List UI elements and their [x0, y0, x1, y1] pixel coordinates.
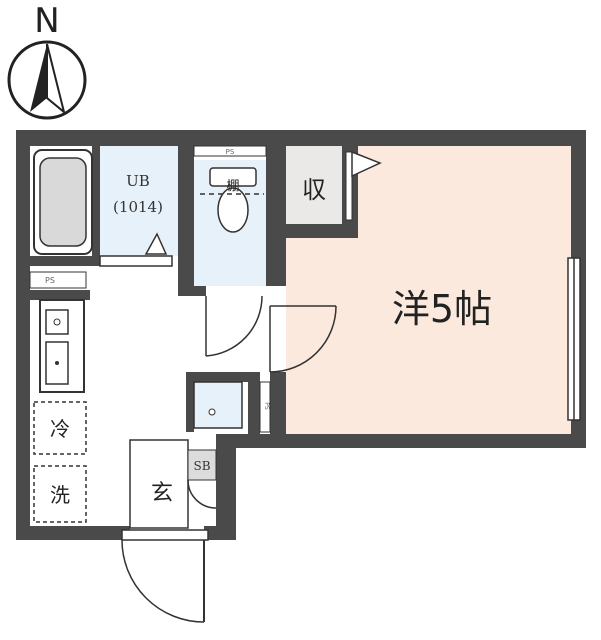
toilet-icon [209, 167, 257, 233]
entrance-label: 玄 [151, 481, 173, 506]
toilet-door-icon [205, 295, 263, 357]
kitchen-counter [39, 299, 85, 393]
bath-door-icon [144, 232, 168, 255]
shoe-box [187, 449, 217, 481]
compass: N [7, 1, 87, 120]
ps-top-box [193, 145, 267, 157]
bath-floor [92, 146, 178, 256]
shoe-box-door-icon [187, 479, 217, 509]
bathtub-icon [33, 149, 93, 255]
window-icon [567, 257, 581, 421]
entrance-door-icon [121, 529, 209, 623]
storage-floor [286, 146, 342, 224]
ps-right-label: PS [263, 402, 270, 410]
ps-top-label: PS [226, 148, 235, 156]
ps-left-label: PS [45, 276, 55, 285]
bath-size: (1014) [113, 198, 163, 216]
toilet-shelf-label: 棚 [226, 179, 239, 194]
north-arrow-icon-outline [46, 43, 66, 115]
compass-label: N [34, 1, 59, 41]
storage-label: 収 [302, 176, 326, 204]
washer-space [33, 465, 87, 523]
storage-door-icon [351, 150, 382, 178]
fridge-label: 冷 [50, 417, 70, 441]
shoe-box-label: SB [193, 459, 210, 473]
ps-right-box [259, 381, 271, 433]
fridge-space [33, 401, 87, 455]
washer-label: 洗 [50, 483, 70, 507]
wash-basin-icon [193, 381, 243, 429]
storage-panel [345, 151, 353, 221]
bath-threshold [99, 255, 173, 267]
ps-left-box [29, 271, 87, 289]
western-room-label: 洋5帖 [392, 287, 492, 331]
room-door-icon [269, 305, 337, 373]
bath-label: UB [126, 172, 150, 190]
north-arrow-icon [30, 44, 47, 112]
